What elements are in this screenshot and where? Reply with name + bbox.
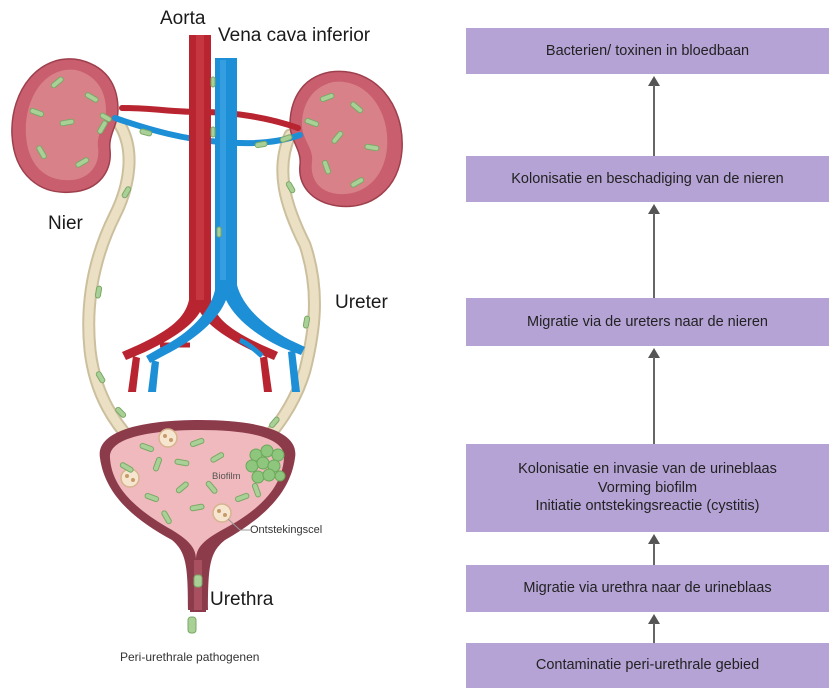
flow-step-bloedbaan: Bacterien/ toxinen in bloedbaan xyxy=(466,28,829,74)
label-biofilm: Biofilm xyxy=(212,472,241,482)
biofilm-cluster xyxy=(246,445,285,483)
label-ureter: Ureter xyxy=(335,293,388,312)
flow-step-urethra-migratie: Migratie via urethra naar de urineblaas xyxy=(466,565,829,612)
flow-step-urineblaas-kolonisatie: Kolonisatie en invasie van de urineblaas… xyxy=(466,444,829,532)
flow-step-ureters-migratie: Migratie via de ureters naar de nieren xyxy=(466,298,829,346)
flow-step-text: Initiatie ontstekingsreactie (cystitis) xyxy=(518,497,777,516)
label-aorta: Aorta xyxy=(160,9,205,28)
label-ontstekingscel: Ontstekingscel xyxy=(250,525,322,536)
flow-step-text: Contaminatie peri-urethrale gebied xyxy=(536,656,759,675)
flow-step-text: Migratie via urethra naar de urineblaas xyxy=(523,579,771,598)
flow-step-text: Bacterien/ toxinen in bloedbaan xyxy=(546,42,749,61)
flow-step-text: Migratie via de ureters naar de nieren xyxy=(527,313,768,332)
urinary-tract-illustration xyxy=(0,0,460,688)
right-kidney xyxy=(290,71,402,206)
flow-arrow-line xyxy=(653,357,655,444)
flow-arrow-line xyxy=(653,85,655,156)
aorta xyxy=(122,35,278,392)
flow-step-contaminatie: Contaminatie peri-urethrale gebied xyxy=(466,643,829,688)
label-nier: Nier xyxy=(48,214,83,233)
label-vena-cava: Vena cava inferior xyxy=(218,26,370,45)
flow-step-text: Kolonisatie en beschadiging van de niere… xyxy=(511,170,783,189)
flow-step-nieren-kolonisatie: Kolonisatie en beschadiging van de niere… xyxy=(466,156,829,202)
flow-arrow-line xyxy=(653,543,655,565)
label-urethra: Urethra xyxy=(210,590,273,609)
flow-step-text: Vorming biofilm xyxy=(518,479,777,498)
flow-arrow-line xyxy=(653,213,655,298)
label-peri-urethrale-pathogenen: Peri-urethrale pathogenen xyxy=(120,651,259,663)
flow-arrow-line xyxy=(653,623,655,643)
flow-step-text: Kolonisatie en invasie van de urineblaas xyxy=(518,460,777,479)
